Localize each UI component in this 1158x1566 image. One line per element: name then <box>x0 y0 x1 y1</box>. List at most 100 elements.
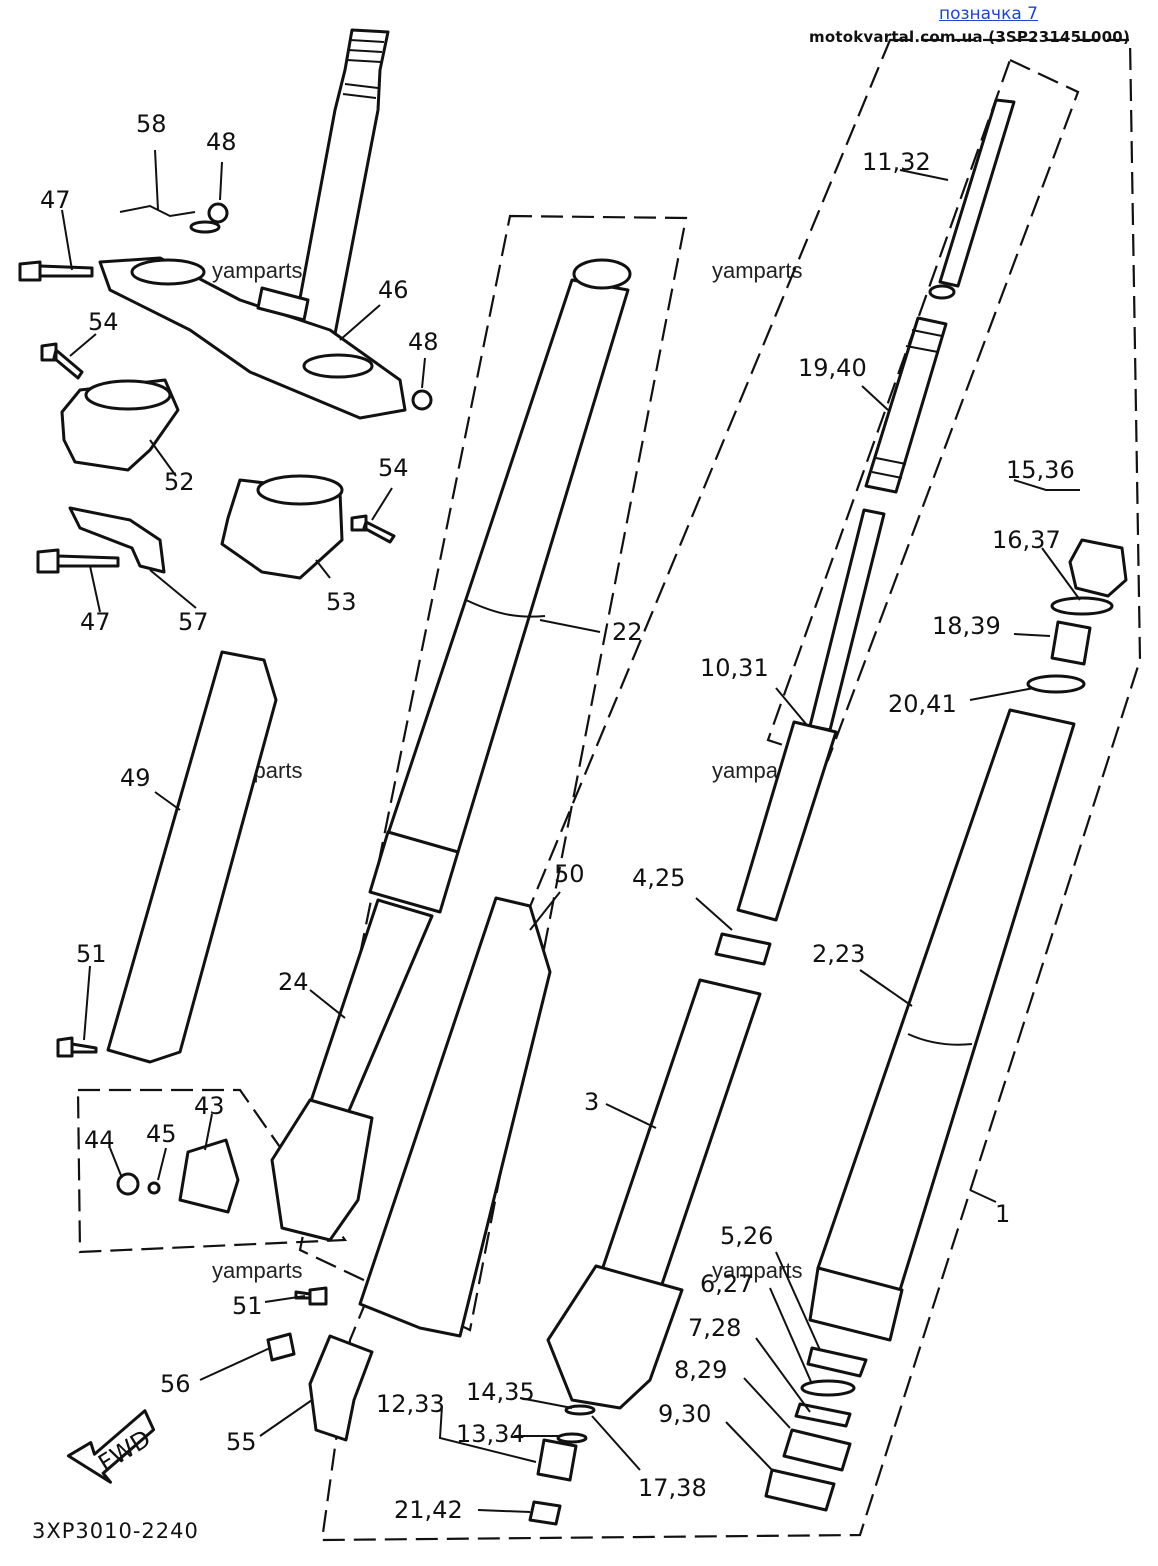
caliper-parts <box>56 1036 374 1442</box>
callout-44: 44 <box>84 1126 115 1154</box>
dust-seal-band <box>368 830 460 914</box>
dust-seal-9 <box>764 1468 836 1512</box>
callout-2-23: 2,23 <box>812 940 865 968</box>
tube-section-break <box>465 599 546 618</box>
bolt-47-lower <box>36 548 120 574</box>
header-link[interactable]: позначка 7 <box>938 4 1038 24</box>
callout-49: 49 <box>120 764 151 792</box>
callout-4-25: 4,25 <box>632 864 685 892</box>
bolt-56 <box>266 1332 296 1362</box>
watermark: yamparts <box>212 1258 303 1283</box>
bolt-51-lower <box>294 1286 328 1306</box>
cylinder-10 <box>736 720 838 922</box>
stay-58 <box>119 204 196 218</box>
callout-18-39: 18,39 <box>932 612 1001 640</box>
fwd-arrow-shape <box>66 1409 156 1484</box>
callout-10-31: 10,31 <box>700 654 769 682</box>
spring-coils <box>871 329 943 479</box>
seal-5 <box>806 1346 868 1378</box>
callout-8-29: 8,29 <box>674 1356 727 1384</box>
holder-cup <box>256 474 344 506</box>
bolt-12 <box>536 1438 578 1482</box>
bolt-51-upper <box>56 1036 98 1058</box>
callout-47-upper: 47 <box>40 186 71 214</box>
guard-55 <box>308 1334 374 1442</box>
nut-18 <box>1050 620 1092 666</box>
axle-holder <box>270 1098 374 1242</box>
callout-13-34: 13,34 <box>456 1420 525 1448</box>
callout-24: 24 <box>278 968 309 996</box>
spring-19 <box>864 316 948 494</box>
callout-21-42: 21,42 <box>394 1496 463 1524</box>
inner-tube-boundary <box>298 214 688 1332</box>
callout-14-35: 14,35 <box>466 1378 535 1406</box>
cap-bolt-15 <box>1068 538 1128 598</box>
bolt-54-lower <box>350 514 396 544</box>
bolt-54-upper <box>40 342 84 380</box>
washer-14 <box>564 1404 596 1416</box>
callout-15-36: 15,36 <box>1006 456 1075 484</box>
callout-54-lower: 54 <box>378 454 409 482</box>
stem-threads <box>342 39 385 99</box>
nut-48-lower <box>411 389 433 411</box>
clip-7 <box>794 1402 852 1428</box>
bushing-4 <box>714 932 772 966</box>
watermark: yamparts <box>212 258 303 283</box>
washer-58 <box>189 220 221 234</box>
washer-6 <box>800 1379 856 1397</box>
callout-51-lower: 51 <box>232 1292 263 1320</box>
o-ring-16 <box>1050 596 1114 616</box>
leader-lines <box>61 149 1081 1513</box>
bolt-47-upper <box>18 260 94 282</box>
nut-44 <box>116 1172 140 1196</box>
damper-rod-11 <box>938 98 1016 288</box>
callout-7-28: 7,28 <box>688 1314 741 1342</box>
callout-56: 56 <box>160 1370 191 1398</box>
callout-53: 53 <box>326 588 357 616</box>
bracket-43 <box>178 1138 240 1214</box>
fork-internals <box>528 98 1128 1526</box>
callout-48-lower: 48 <box>408 328 439 356</box>
callout-50: 50 <box>554 860 585 888</box>
callout-20-41: 20,41 <box>888 690 957 718</box>
callout-45: 45 <box>146 1120 177 1148</box>
callout-55: 55 <box>226 1428 257 1456</box>
fwd-arrow: FWD <box>66 1409 156 1484</box>
oil-seal-8 <box>782 1428 852 1472</box>
cable-guide <box>68 506 166 574</box>
watermark: yamparts <box>712 258 803 283</box>
callout-58: 58 <box>136 110 167 138</box>
fork-guards <box>106 650 552 1338</box>
outer-tube-24 <box>308 898 434 1122</box>
damper-rod-10 <box>808 508 886 732</box>
caliper-bracket-boundary <box>76 1088 348 1254</box>
inner-tube-axle <box>546 1264 684 1410</box>
holder-cup <box>84 379 172 411</box>
fork-guard-49 <box>106 650 278 1064</box>
diagram-code: 3XP3010-2240 <box>32 1519 199 1543</box>
callout-5-26: 5,26 <box>720 1222 773 1250</box>
callout-48-upper: 48 <box>206 128 237 156</box>
callout-46: 46 <box>378 276 409 304</box>
outer-tube-assembly <box>270 258 632 1242</box>
callout-52: 52 <box>164 468 195 496</box>
washer-45 <box>147 1181 161 1195</box>
tube-cap <box>572 258 632 290</box>
stem-nut <box>256 286 310 322</box>
nut-48-upper <box>207 202 229 224</box>
callout-19-40: 19,40 <box>798 354 867 382</box>
fork-guard-50 <box>358 896 552 1338</box>
drain-bolt-21 <box>528 1500 562 1526</box>
callout-43: 43 <box>194 1092 225 1120</box>
callout-11-32: 11,32 <box>862 148 931 176</box>
callout-54-upper: 54 <box>88 308 119 336</box>
callout-9-30: 9,30 <box>658 1400 711 1428</box>
callout-47-lower: 47 <box>80 608 111 636</box>
bracket-clamp-hole <box>302 353 374 379</box>
callout-labels: 1 2,23 3 4,25 5,26 6,27 7,28 8,29 9,30 1… <box>40 110 1075 1524</box>
outer-tube-2 <box>816 708 1076 1292</box>
bracket-clamp-hole <box>130 258 206 286</box>
callout-3: 3 <box>584 1088 599 1116</box>
callout-1: 1 <box>995 1200 1010 1228</box>
